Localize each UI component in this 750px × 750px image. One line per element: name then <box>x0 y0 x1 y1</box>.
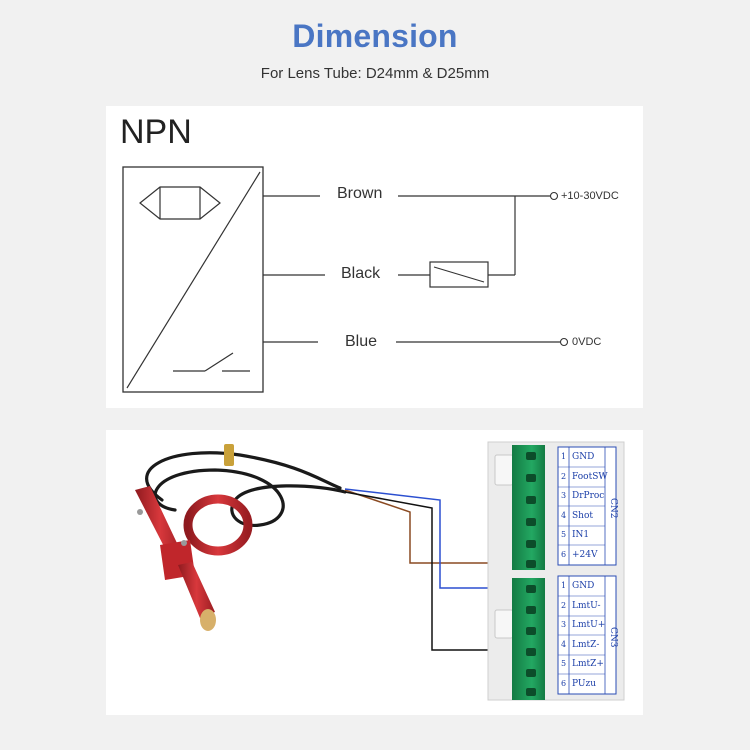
cn2-pin-num: 6 <box>561 550 567 559</box>
cn2-pin-label: Shot <box>572 511 593 521</box>
cn3-pin-label: LmtU- <box>572 601 601 611</box>
page-subtitle: For Lens Tube: D24mm & D25mm <box>260 65 490 82</box>
cn2-pin-num: 4 <box>561 511 567 520</box>
cn3-pin-num: 4 <box>561 640 567 649</box>
cn2-pin-num: 3 <box>561 491 567 500</box>
cn2-pin-label: FootSW <box>572 472 608 482</box>
connector-name-cn2: CN2 <box>608 498 618 519</box>
cn3-pin-label: PUzu <box>572 679 597 689</box>
cable-collar <box>224 444 234 466</box>
cn2-pin-label: DrProc <box>572 491 605 501</box>
cn3-pin-num: 1 <box>561 581 567 590</box>
terminal-block-cn2 <box>512 445 545 570</box>
wire-label-brown: Brown <box>337 185 383 202</box>
cn2-pin-num: 5 <box>561 530 567 539</box>
sensor-symbol-box <box>122 166 264 393</box>
cn3-pin-num: 3 <box>561 620 567 629</box>
wire-label-blue: Blue <box>345 333 378 350</box>
sensor-photo <box>135 486 253 631</box>
terminal-ground <box>559 337 569 347</box>
schematic-panel <box>106 106 643 408</box>
cn3-pin-label: LmtZ- <box>572 640 600 650</box>
blue-wire <box>344 488 515 589</box>
switch-icon <box>173 352 250 372</box>
cn3-pin-label: LmtZ+ <box>572 659 604 669</box>
npn-label: NPN <box>120 113 192 151</box>
wire-label-black: Black <box>341 265 381 282</box>
terminal-block-cn3 <box>512 578 545 700</box>
cn2-pin-num: 2 <box>561 472 567 481</box>
brown-wire <box>344 489 515 564</box>
cn3-pin-num: 6 <box>561 679 567 688</box>
cn2-pin-label: GND <box>572 452 595 462</box>
cn3-pin-num: 2 <box>561 601 567 610</box>
terminal-positive <box>549 191 559 201</box>
connector-name-cn3: CN3 <box>608 627 618 648</box>
cn3-pin-label: GND <box>572 581 595 591</box>
cn2-pin-label: IN1 <box>572 530 590 540</box>
terminal-label-positive: +10-30VDC <box>561 190 619 202</box>
terminal-label-ground: 0VDC <box>572 336 602 348</box>
cn3-pin-num: 5 <box>561 659 567 668</box>
cn2-pin-num: 1 <box>561 452 567 461</box>
page-title: Dimension <box>292 18 458 54</box>
black-wire <box>344 491 515 651</box>
cn2-pin-label: +24V <box>572 550 598 560</box>
cn3-pin-label: LmtU+ <box>572 620 606 630</box>
